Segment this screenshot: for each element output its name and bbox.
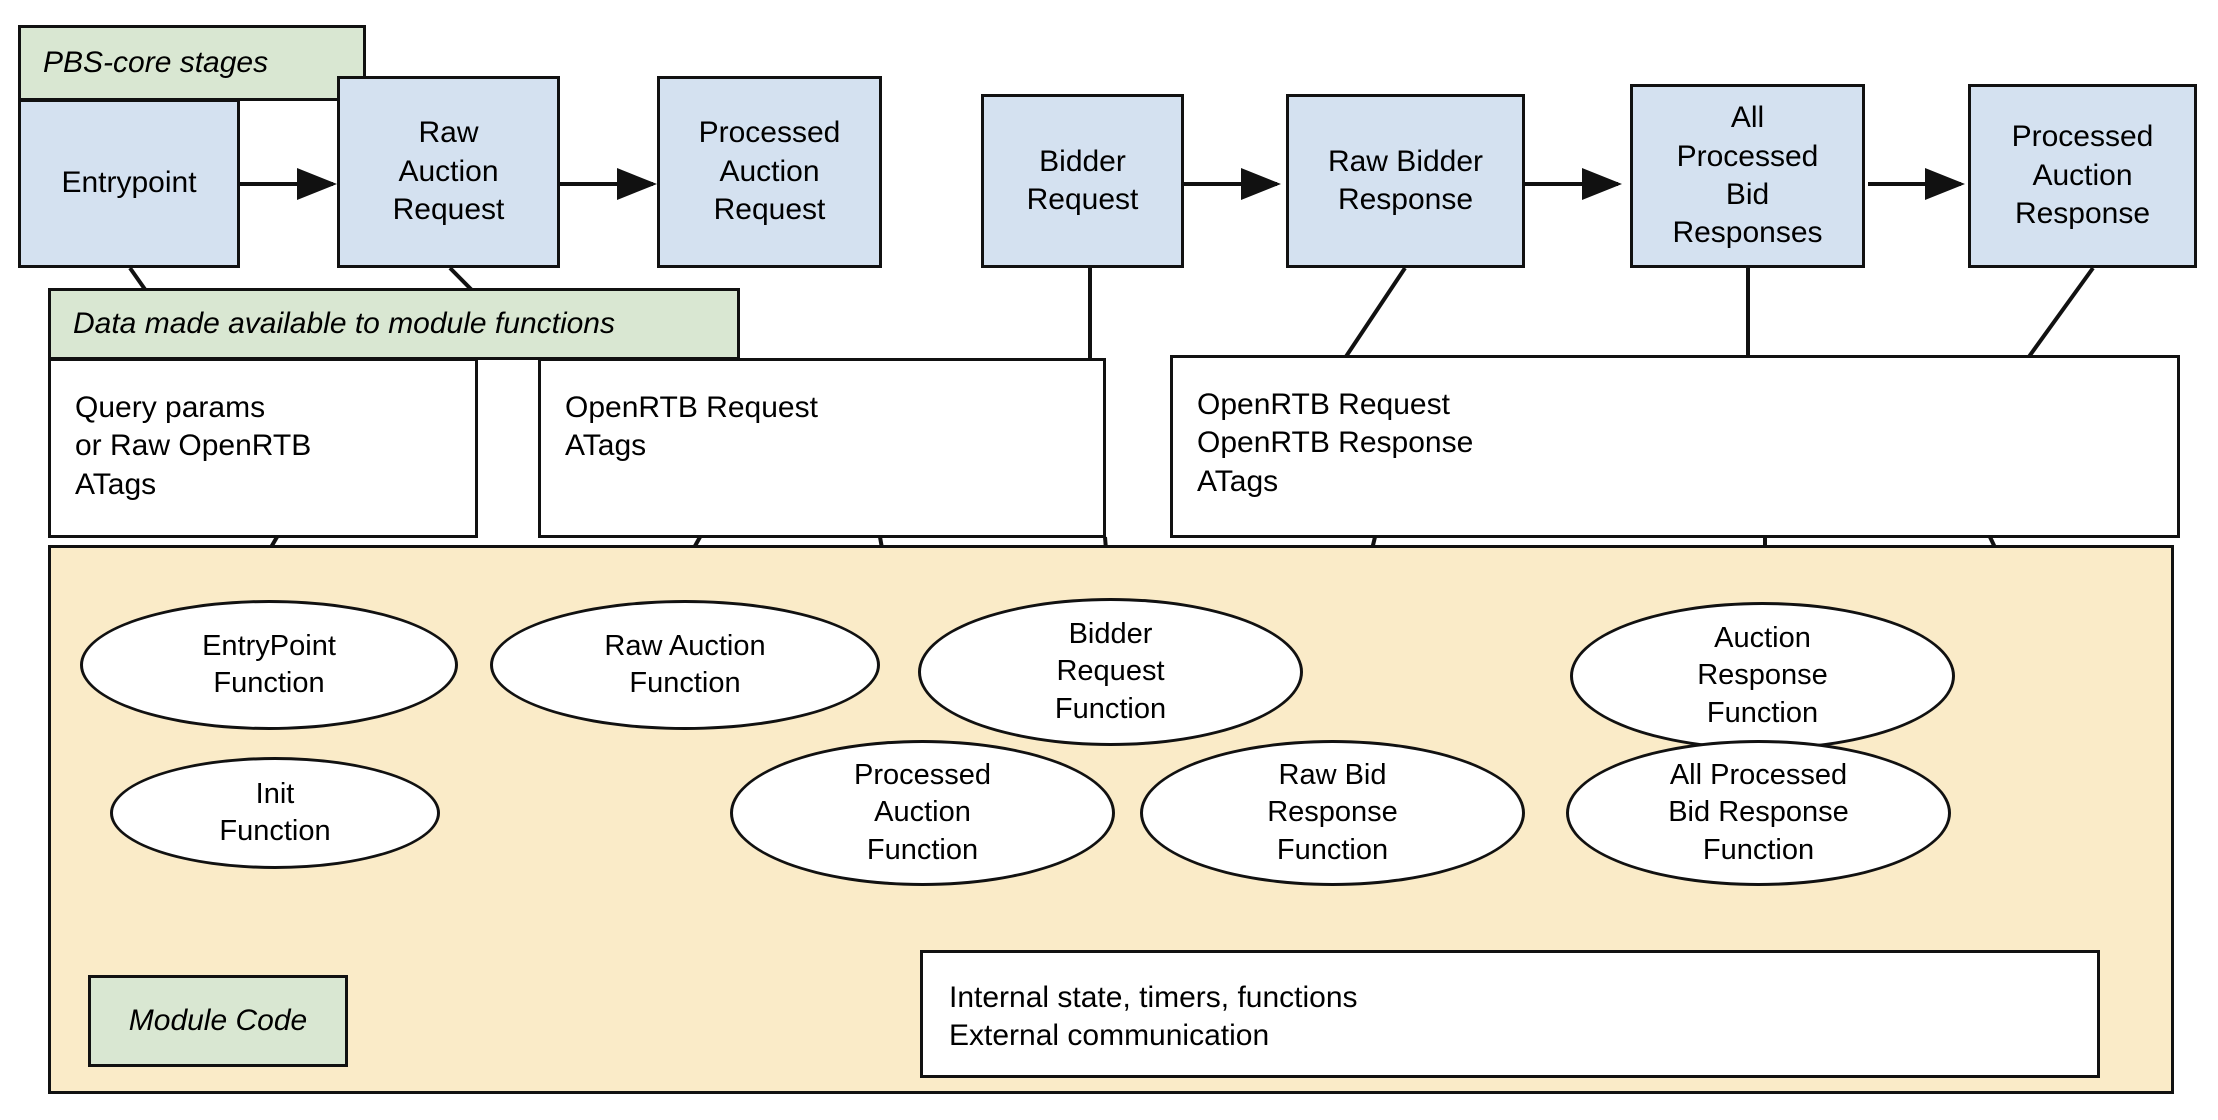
stage-bidder-request[interactable]: Bidder Request: [981, 94, 1184, 268]
function-raw-auction[interactable]: Raw Auction Function: [490, 600, 880, 730]
module-internals-box: Internal state, timers, functions Extern…: [920, 950, 2100, 1078]
stage-raw-auction-request[interactable]: Raw Auction Request: [337, 76, 560, 268]
stage-processed-auction-request[interactable]: Processed Auction Request: [657, 76, 882, 268]
function-bidder-request[interactable]: Bidder Request Function: [918, 598, 1303, 746]
function-processed-auction[interactable]: Processed Auction Function: [730, 740, 1115, 886]
data-box-request: OpenRTB Request ATags: [538, 358, 1106, 538]
stage-all-processed-bid-responses[interactable]: All Processed Bid Responses: [1630, 84, 1865, 268]
function-raw-bid-response[interactable]: Raw Bid Response Function: [1140, 740, 1525, 886]
stage-data-leaders: [128, 266, 2095, 364]
stage-processed-auction-response[interactable]: Processed Auction Response: [1968, 84, 2197, 268]
data-box-entrypoint: Query params or Raw OpenRTB ATags: [48, 358, 478, 538]
data-box-response: OpenRTB Request OpenRTB Response ATags: [1170, 355, 2180, 538]
function-all-processed-bid-response[interactable]: All Processed Bid Response Function: [1566, 740, 1951, 886]
stage-raw-bidder-response[interactable]: Raw Bidder Response: [1286, 94, 1525, 268]
stage-entrypoint[interactable]: Entrypoint: [18, 99, 240, 268]
function-auction-response[interactable]: Auction Response Function: [1570, 602, 1955, 750]
function-entrypoint[interactable]: EntryPoint Function: [80, 600, 458, 730]
function-init[interactable]: Init Function: [110, 757, 440, 869]
